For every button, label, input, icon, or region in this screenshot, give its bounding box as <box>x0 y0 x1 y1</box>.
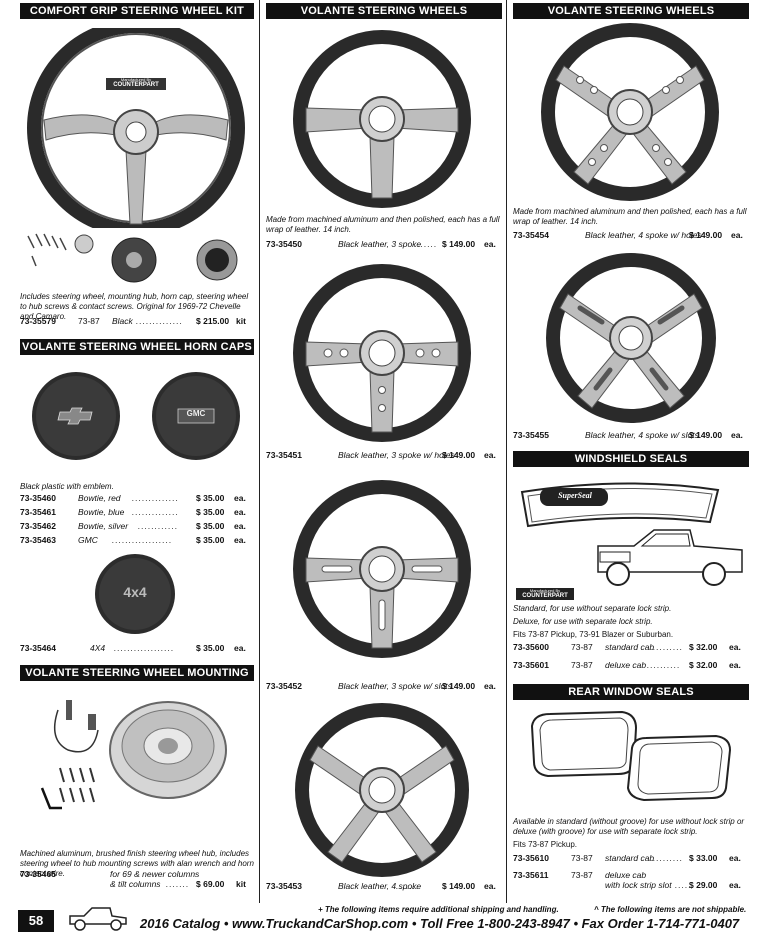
comfort-grip-wheel-image <box>27 28 245 228</box>
product-row: 73-35451 Black leather, 3 spoke w/ holes… <box>266 450 496 460</box>
product-row: 73-35600 73-87 standard cab ......... $ … <box>513 642 741 652</box>
wheel-4-spoke-holes-image <box>541 23 719 201</box>
product-row: 73-35464 4X4 .................. $ 35.00 … <box>20 643 246 653</box>
product-row: 73-35465 for 69 & newer columns & tilt c… <box>20 869 246 889</box>
column-divider <box>506 0 507 903</box>
horn-cap-4x4-image <box>95 554 175 634</box>
product-row: 73-35455 Black leather, 4 spoke w/ slots… <box>513 430 743 440</box>
wheel-4-spoke-image <box>295 703 469 877</box>
volante-wheels-description: Made from machined aluminum and then pol… <box>266 215 500 234</box>
mounting-hub-image <box>40 700 227 810</box>
section-header-horn-caps: VOLANTE STEERING WHEEL HORN CAPS <box>20 339 254 355</box>
kit-parts-image <box>27 233 238 283</box>
comfort-grip-description: Includes steering wheel, mounting hub, h… <box>20 292 249 321</box>
product-row: 73-35462 Bowtie, silver ............ $ 3… <box>20 521 246 531</box>
product-row: 73-35579 73-87 Black .............. $ 21… <box>20 316 246 326</box>
footer-note-not-shippable: ^ The following items are not shippable. <box>594 905 747 914</box>
rear-seals-fits: Fits 73-87 Pickup. <box>513 840 578 849</box>
section-header-mounting-hub: VOLANTE STEERING WHEEL MOUNTING HUB <box>20 665 254 695</box>
wheel-3-spoke-image <box>293 30 471 208</box>
product-row: 73-35450 Black leather, 3 spoke ....... … <box>266 239 496 249</box>
superseal-logo: SuperSeal <box>558 491 592 500</box>
section-header-volante-wheels: VOLANTE STEERING WHEELS <box>266 3 502 19</box>
wheel-4-spoke-slots-image <box>546 253 716 423</box>
section-header-windshield-seals: WINDSHIELD SEALS <box>513 451 749 467</box>
truck-logo-icon <box>69 907 127 931</box>
windshield-seal-truck-image <box>516 482 743 600</box>
product-row: 73-35452 Black leather, 3 spoke w/ slots… <box>266 681 496 691</box>
column-divider <box>259 0 260 903</box>
windshield-desc-standard: Standard, for use without separate lock … <box>513 604 672 613</box>
product-row: 73-35453 Black leather, 4 spoke ....... … <box>266 881 496 891</box>
product-row: 73-35461 Bowtie, blue .............. $ 3… <box>20 507 246 517</box>
footer-note-shipping: + The following items require additional… <box>318 905 559 914</box>
product-row: 73-35611 73-87 deluxe cab with lock stri… <box>513 870 741 890</box>
footer-contact-line: 2016 Catalog • www.TruckandCarShop.com •… <box>140 916 740 931</box>
product-row: 73-35601 73-87 deluxe cab .......... $ 3… <box>513 660 741 670</box>
4x4-emblem-label: 4x4 <box>123 584 147 600</box>
section-header-comfort-grip: COMFORT GRIP STEERING WHEEL KIT <box>20 3 254 19</box>
counterpart-badge-2: Manufactured By COUNTERPART <box>522 588 568 599</box>
product-row: 73-35460 Bowtie, red .............. $ 35… <box>20 493 246 503</box>
windshield-fits: Fits 73-87 Pickup, 73-91 Blazer or Subur… <box>513 630 674 639</box>
horn-caps-image <box>32 372 240 460</box>
section-header-rear-window-seals: REAR WINDOW SEALS <box>513 684 749 700</box>
volante-wheels-description-2: Made from machined aluminum and then pol… <box>513 207 747 226</box>
gmc-emblem-label: GMC <box>186 409 206 418</box>
counterpart-badge: Manufactured By COUNTERPART <box>113 77 159 88</box>
product-row: 73-35610 73-87 standard cab ......... $ … <box>513 853 741 863</box>
rear-window-seals-image <box>530 710 732 802</box>
wheel-3-spoke-slots-image <box>293 480 471 658</box>
section-header-volante-wheels-2: VOLANTE STEERING WHEELS <box>513 3 749 19</box>
windshield-desc-deluxe: Deluxe, for use with separate lock strip… <box>513 617 653 626</box>
product-row: 73-35463 GMC .................. $ 35.00 … <box>20 535 246 545</box>
rear-seals-description: Available in standard (without groove) f… <box>513 817 745 836</box>
wheel-3-spoke-holes-image <box>293 264 471 442</box>
product-row: 73-35454 Black leather, 4 spoke w/ holes… <box>513 230 743 240</box>
page-number: 58 <box>18 910 54 932</box>
horn-caps-description: Black plastic with emblem. <box>20 482 114 491</box>
mounting-hub-description: Machined aluminum, brushed finish steeri… <box>20 849 254 878</box>
